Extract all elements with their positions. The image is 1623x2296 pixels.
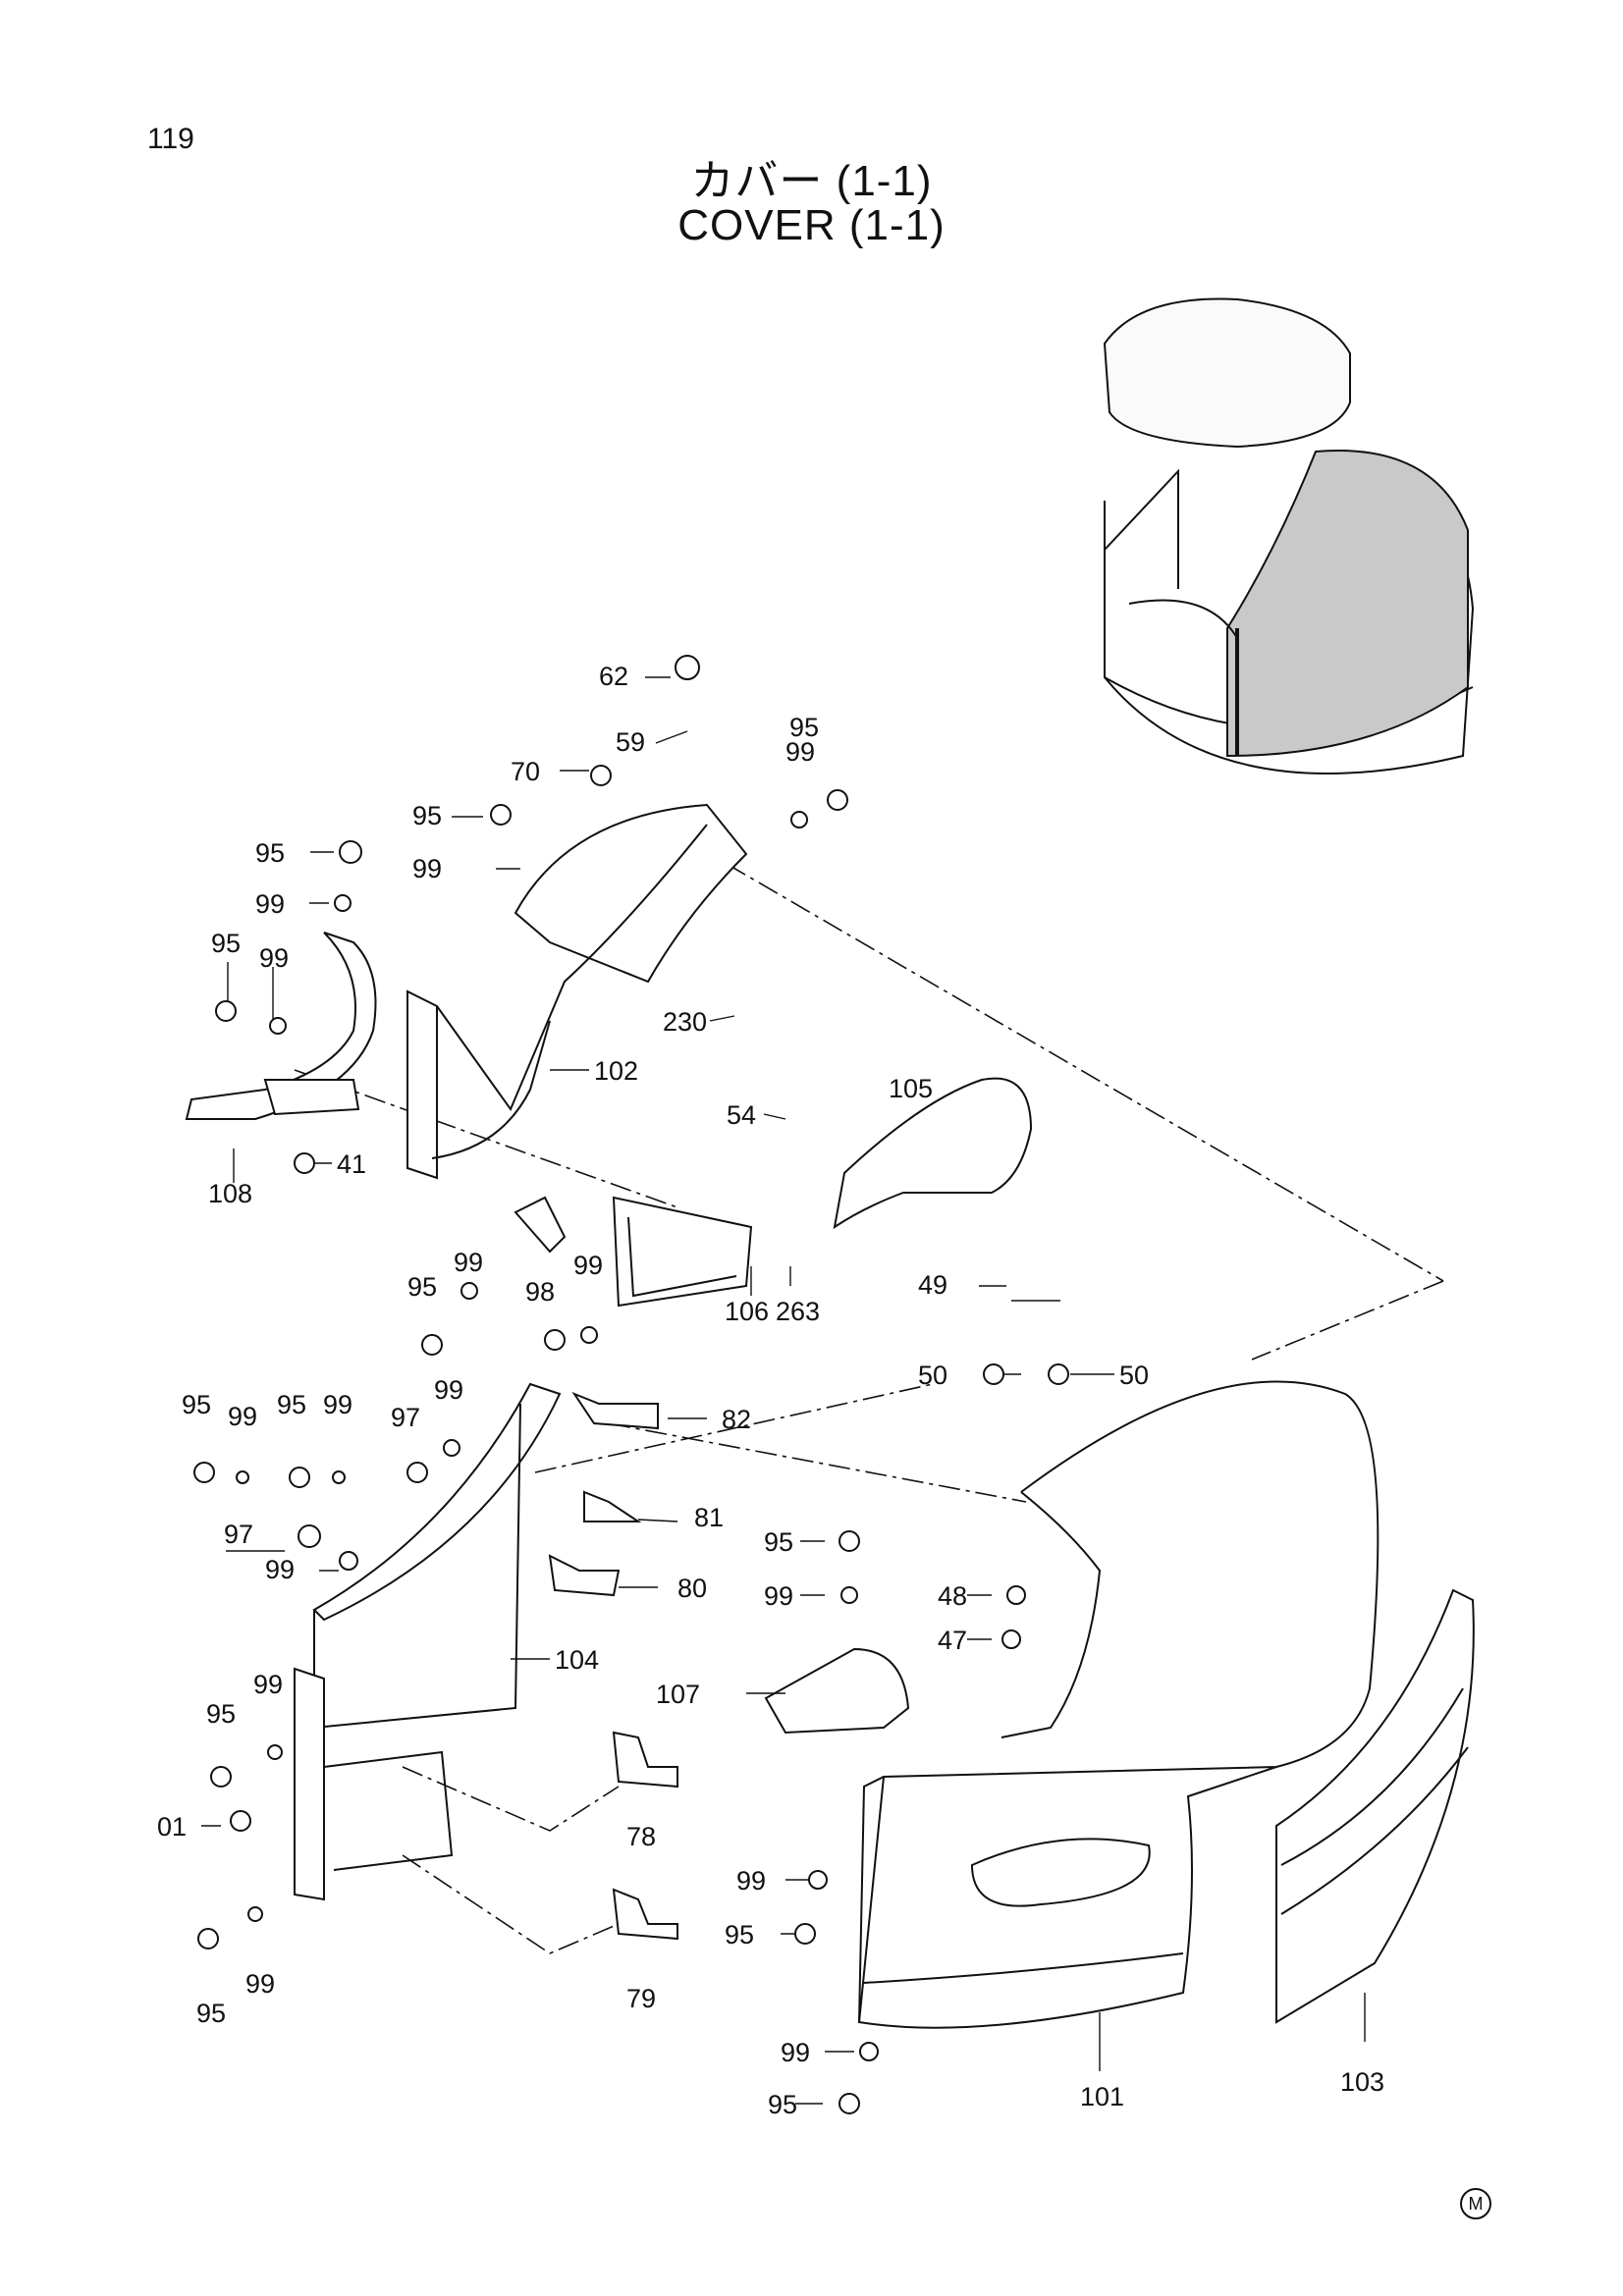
callout-99: 99 <box>412 854 442 883</box>
callout-99: 99 <box>434 1375 463 1405</box>
callout-47: 47 <box>938 1626 967 1655</box>
callout-95: 95 <box>277 1390 306 1419</box>
callout-108: 108 <box>208 1179 252 1208</box>
callout-59: 59 <box>616 727 645 757</box>
part-108-left-bracket <box>185 932 377 1120</box>
callout-62: 62 <box>599 662 628 691</box>
callout-99: 99 <box>265 1555 295 1584</box>
callout-103: 103 <box>1340 2067 1384 2097</box>
callout-95: 95 <box>412 801 442 830</box>
part-105-panel <box>833 1077 1033 1230</box>
callout-106: 106 <box>725 1297 769 1326</box>
callout-78: 78 <box>626 1822 656 1851</box>
callout-99: 99 <box>259 943 289 973</box>
callout-107: 107 <box>656 1680 700 1709</box>
title-japanese: カバー (1-1) <box>690 157 933 205</box>
part-103-side-cover <box>1275 1588 1475 2024</box>
small-brackets <box>514 1196 678 1941</box>
callout-81: 81 <box>694 1503 724 1532</box>
callout-48: 48 <box>938 1581 967 1611</box>
callout-50: 50 <box>918 1361 947 1390</box>
callout-102: 102 <box>594 1056 638 1086</box>
callout-95: 95 <box>182 1390 211 1419</box>
callout-99: 99 <box>736 1866 766 1896</box>
callout-80: 80 <box>677 1574 707 1603</box>
callout-99: 99 <box>245 1969 275 1999</box>
callout-99: 99 <box>785 737 815 767</box>
callout-99: 99 <box>253 1670 283 1699</box>
machine-overview-inset <box>1103 297 1475 774</box>
callout-49: 49 <box>918 1270 947 1300</box>
page-marker: M <box>1460 2188 1491 2219</box>
callout-95: 95 <box>206 1699 236 1729</box>
callout-01: 01 <box>157 1812 187 1842</box>
callout-104: 104 <box>555 1645 599 1675</box>
callout-99: 99 <box>323 1390 352 1419</box>
part-104-lower-cover <box>294 1382 562 1901</box>
callout-95: 95 <box>196 1999 226 2028</box>
fasteners <box>193 655 1069 2114</box>
callout-95: 95 <box>764 1527 793 1557</box>
callout-99: 99 <box>573 1251 603 1280</box>
callout-99: 99 <box>764 1581 793 1611</box>
page-number: 119 <box>147 123 194 155</box>
part-106-frame <box>612 1196 753 1308</box>
part-107-plate <box>764 1647 910 1735</box>
callout-95: 95 <box>768 2090 797 2119</box>
callout-97: 97 <box>391 1403 420 1432</box>
callout-labels: 62 59 70 95 99 95 95 99 99 95 99 230 102… <box>157 662 1384 2119</box>
callout-95: 95 <box>789 713 819 742</box>
callout-99: 99 <box>454 1248 483 1277</box>
callout-82: 82 <box>722 1405 751 1434</box>
callout-41: 41 <box>337 1149 366 1179</box>
part-101-main-cover <box>857 1380 1380 2029</box>
title-english: COVER (1-1) <box>677 201 946 249</box>
leader-lines <box>201 676 1366 2105</box>
callout-95: 95 <box>407 1272 437 1302</box>
callout-70: 70 <box>511 757 540 786</box>
callout-95: 95 <box>725 1920 754 1949</box>
callout-105: 105 <box>889 1074 933 1103</box>
callout-97: 97 <box>224 1520 253 1549</box>
construction-lines <box>294 863 1444 1954</box>
callout-263: 263 <box>776 1297 820 1326</box>
callout-99: 99 <box>255 889 285 919</box>
callout-50: 50 <box>1119 1361 1149 1390</box>
callout-98: 98 <box>525 1277 555 1307</box>
callout-101: 101 <box>1080 2082 1124 2111</box>
callout-99: 99 <box>781 2038 810 2067</box>
callout-99: 99 <box>228 1402 257 1431</box>
callout-79: 79 <box>626 1984 656 2013</box>
callout-54: 54 <box>727 1100 756 1130</box>
callout-95: 95 <box>255 838 285 868</box>
callout-95: 95 <box>211 929 241 958</box>
callout-230: 230 <box>663 1007 707 1037</box>
part-102-upper-cover <box>406 803 748 1180</box>
